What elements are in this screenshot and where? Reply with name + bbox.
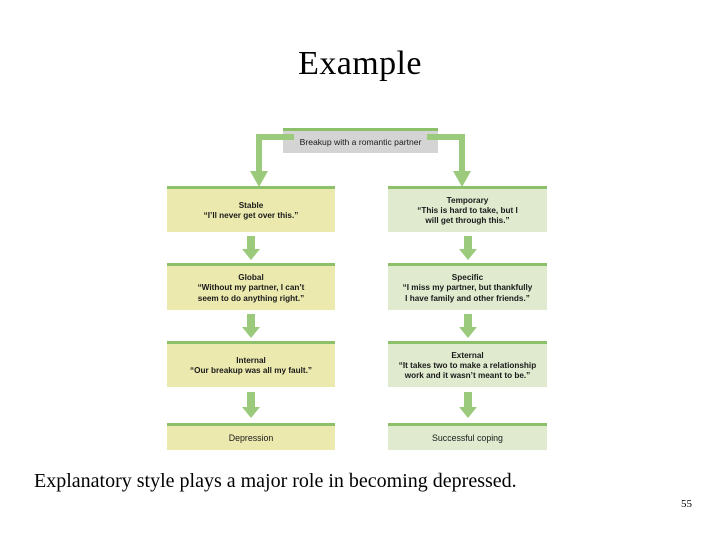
node-source-label: Breakup with a romantic partner xyxy=(299,137,422,148)
arrow-specific-to-external xyxy=(459,314,477,338)
node-external-quote-1: work and it wasn’t meant to be.” xyxy=(404,371,531,381)
arrow-internal-to-depression xyxy=(242,392,260,418)
node-temporary-heading: Temporary xyxy=(446,195,489,205)
node-specific-heading: Specific xyxy=(451,273,484,283)
branch-arrow-left xyxy=(246,131,294,189)
node-internal-heading: Internal xyxy=(236,355,266,365)
node-specific-quote-1: I have family and other friends.” xyxy=(405,293,530,303)
explanatory-style-flowchart: Breakup with a romantic partner Stable “… xyxy=(167,128,547,450)
node-stable-heading: Stable xyxy=(238,200,264,210)
node-temporary-quote-1: will get through this.” xyxy=(425,216,510,226)
node-temporary-quote-0: “This is hard to take, but I xyxy=(417,205,518,215)
node-specific-quote-0: “I miss my partner, but thankfully xyxy=(402,283,533,293)
node-stable-quote-0: “I’ll never get over this.” xyxy=(203,211,299,220)
node-external-quote-0: “It takes two to make a relationship xyxy=(398,360,537,370)
node-internal-quote-0: “Our breakup was all my fault.” xyxy=(190,366,312,375)
node-temporary: Temporary “This is hard to take, but I w… xyxy=(388,186,547,232)
arrow-global-to-internal xyxy=(242,314,260,338)
node-depression: Depression xyxy=(167,423,335,450)
node-global-quote-1: seem to do anything right.” xyxy=(197,293,305,303)
node-stable: Stable “I’ll never get over this.” xyxy=(167,186,335,232)
node-internal: Internal “Our breakup was all my fault.” xyxy=(167,341,335,387)
node-global-heading: Global xyxy=(238,273,264,283)
node-source: Breakup with a romantic partner xyxy=(283,128,438,153)
node-specific: Specific “I miss my partner, but thankfu… xyxy=(388,263,547,310)
branch-arrow-right xyxy=(427,131,475,189)
page-number: 55 xyxy=(681,498,692,510)
page-title: Example xyxy=(298,45,422,82)
slide-caption: Explanatory style plays a major role in … xyxy=(34,470,517,492)
arrow-external-to-coping xyxy=(459,392,477,418)
node-external-heading: External xyxy=(451,350,484,360)
node-depression-label: Depression xyxy=(228,433,274,444)
node-successful-coping: Successful coping xyxy=(388,423,547,450)
node-global: Global “Without my partner, I can’t seem… xyxy=(167,263,335,310)
node-external: External “It takes two to make a relatio… xyxy=(388,341,547,387)
arrow-stable-to-global xyxy=(242,236,260,260)
node-successful-coping-label: Successful coping xyxy=(432,433,503,444)
arrow-temporary-to-specific xyxy=(459,236,477,260)
node-global-quote-0: “Without my partner, I can’t xyxy=(197,283,305,293)
